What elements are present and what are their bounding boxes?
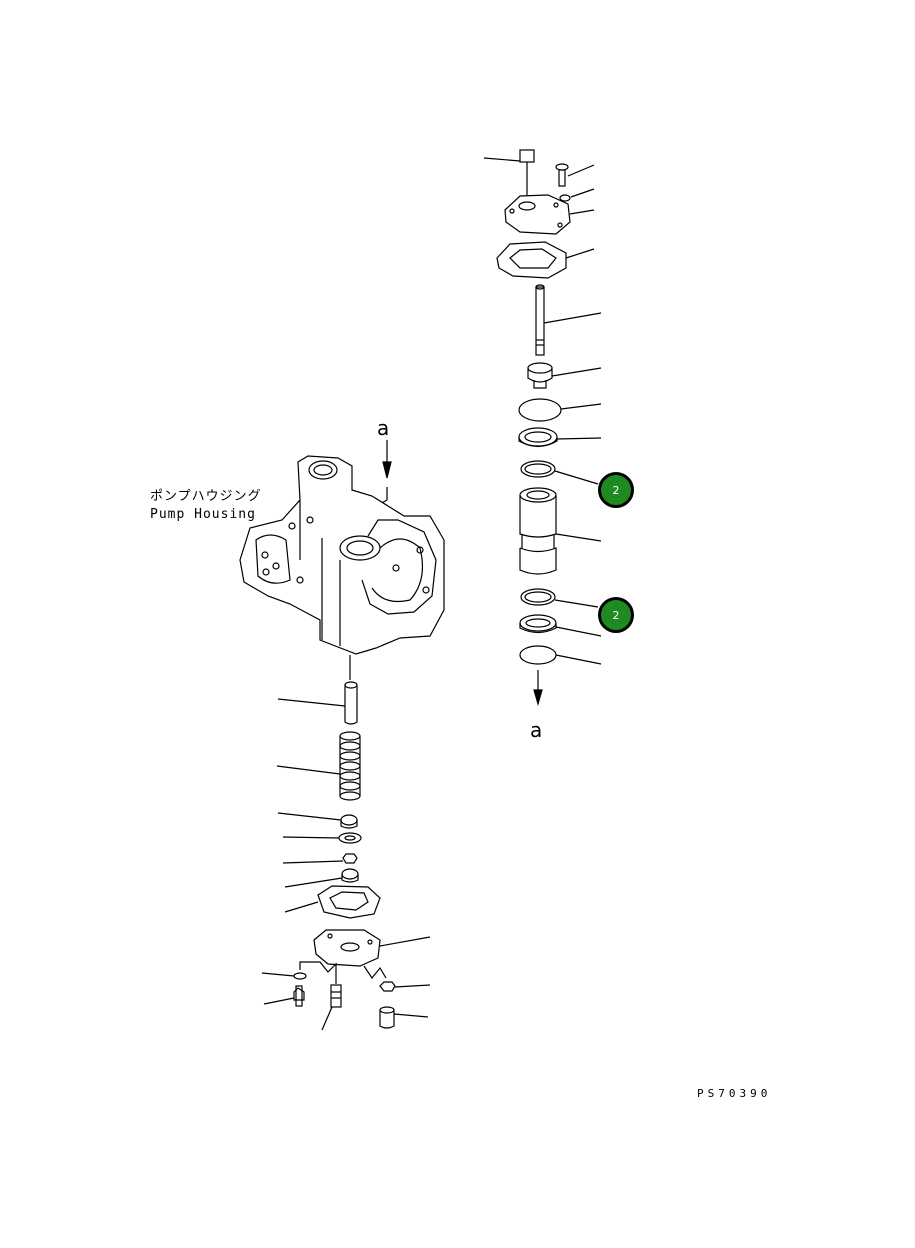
- bolt-mid: [321, 984, 342, 1031]
- bolt-left: [263, 985, 305, 1007]
- washer-1: [282, 832, 362, 844]
- pump-housing: [239, 455, 445, 680]
- pin-small: [379, 1006, 429, 1029]
- ring-1: [518, 427, 602, 448]
- cover-top: [504, 194, 595, 235]
- nut-1: [282, 853, 358, 864]
- gasket-top: [496, 241, 595, 279]
- spring-seat: [527, 362, 602, 389]
- pump-housing-label-en: Pump Housing: [150, 507, 256, 522]
- washer-small: [559, 188, 595, 202]
- screw-small: [555, 163, 595, 187]
- washer-2: [261, 972, 307, 980]
- pump-housing-label-jp: ポンプハウジング: [150, 489, 262, 504]
- pin-tube: [277, 681, 358, 725]
- bolt-top: [483, 149, 535, 195]
- plug-disc: [518, 398, 602, 422]
- spool: [519, 487, 602, 575]
- callout-badge-1[interactable]: 2: [598, 472, 634, 508]
- callout-badge-2[interactable]: 2: [598, 597, 634, 633]
- view-a-label-bottom: a: [530, 718, 543, 742]
- spring: [276, 731, 361, 801]
- stopper-rod: [535, 284, 602, 356]
- plug-disc-bottom: [519, 645, 602, 665]
- cover-bottom: [299, 929, 431, 984]
- view-a-label-top: a: [377, 416, 390, 440]
- o-ring-1: [520, 460, 599, 485]
- arrow-a-bottom: [533, 670, 543, 707]
- ring-2: [519, 614, 602, 637]
- o-ring-2: [520, 588, 599, 608]
- spring-retainer: [277, 812, 358, 829]
- adjuster: [284, 868, 359, 888]
- gasket-bottom: [284, 885, 381, 919]
- drawing-number: PS70390: [697, 1087, 772, 1100]
- nut-2: [379, 981, 431, 992]
